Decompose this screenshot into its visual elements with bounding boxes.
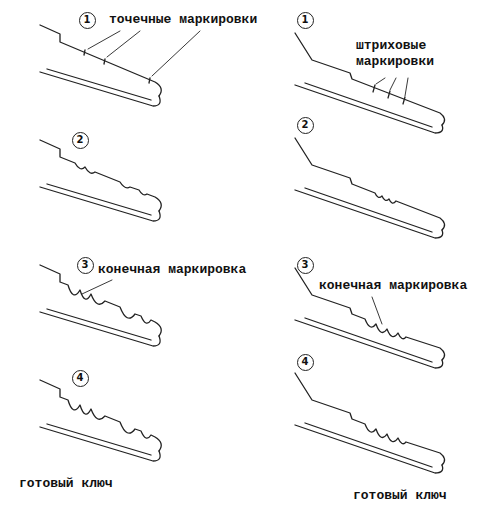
step-number: 3: [77, 257, 94, 274]
callout-label: точечные маркировки: [108, 12, 258, 28]
callout-label: конечная маркировка: [318, 278, 468, 294]
step-number-text: 1: [302, 15, 309, 25]
dot-marking: [84, 50, 150, 83]
caption: готовый ключ: [18, 476, 114, 492]
key-groove: [47, 424, 151, 455]
key-edge: [40, 427, 160, 461]
leader-line: [372, 297, 382, 324]
step-number: 2: [72, 132, 89, 149]
key-blank: [295, 138, 445, 238]
callout-label: конечная маркировка: [97, 262, 247, 278]
step-number-text: 1: [84, 15, 91, 25]
key-blank: [40, 380, 161, 461]
key-edge: [295, 320, 443, 368]
key-groove: [305, 188, 432, 232]
key-groove: [47, 309, 151, 340]
step-number-text: 4: [302, 357, 309, 367]
step-number: 4: [297, 354, 314, 371]
key-blank: [295, 373, 445, 473]
key-edge: [295, 190, 443, 238]
key-blank: [40, 140, 161, 221]
step-number-text: 3: [82, 260, 89, 270]
key-edge: [40, 312, 160, 346]
key-groove: [305, 83, 432, 127]
caption: готовый ключ: [352, 488, 448, 504]
leader-line: [82, 280, 112, 294]
key-groove: [47, 184, 151, 215]
leader-line: [376, 78, 408, 96]
step-number-text: 2: [302, 120, 309, 130]
leader-line: [88, 31, 200, 76]
key-edge: [40, 187, 160, 221]
step-number-text: 2: [77, 135, 84, 145]
step-number-text: 3: [302, 260, 309, 270]
step-number: 2: [297, 117, 314, 134]
key-blank: [40, 25, 161, 106]
step-number: 1: [297, 12, 314, 29]
key-groove: [47, 69, 151, 100]
line-marking: [373, 85, 405, 104]
key-groove: [305, 318, 432, 362]
step-number: 3: [297, 257, 314, 274]
key-edge: [295, 85, 443, 133]
step-number: 1: [79, 12, 96, 29]
key-groove: [305, 423, 432, 467]
callout-label: штриховые маркировки: [355, 38, 457, 69]
key-edge: [40, 72, 160, 106]
step-number-text: 4: [77, 373, 84, 383]
step-number: 4: [72, 370, 89, 387]
key-edge: [295, 425, 443, 473]
